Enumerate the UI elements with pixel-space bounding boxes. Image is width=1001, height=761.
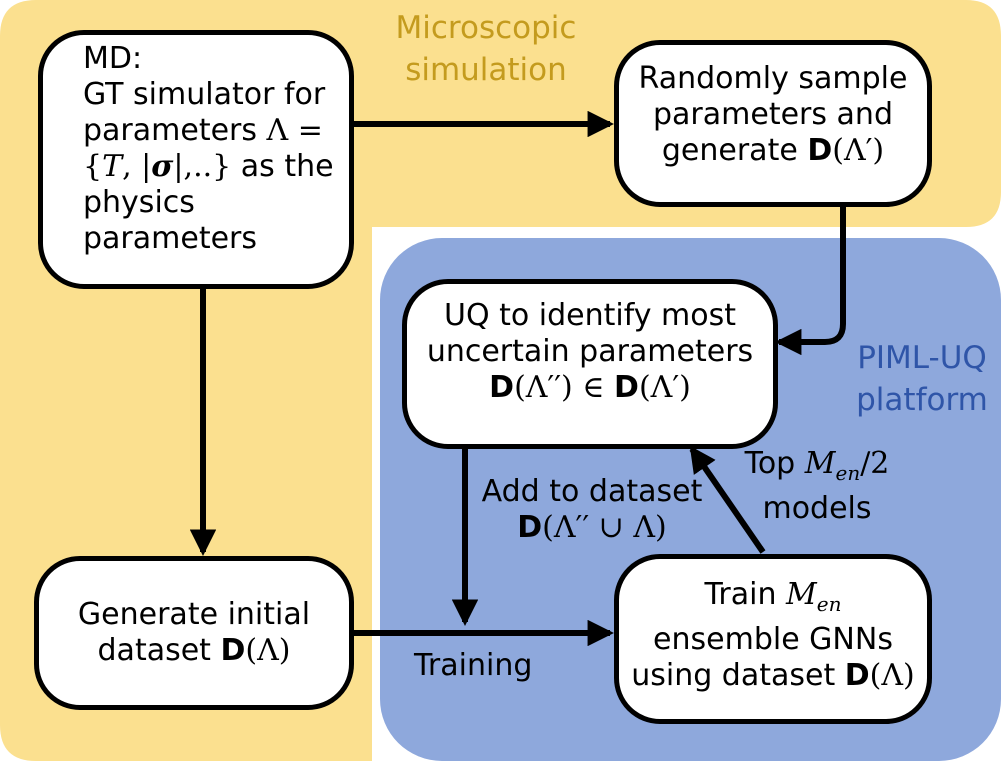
uq-identify-box: UQ to identify most uncertain parameters… bbox=[402, 279, 778, 449]
microscopic-simulation-label: Microscopic simulation bbox=[395, 10, 577, 88]
arrow-sample-to-uq bbox=[775, 205, 846, 356]
add-to-dataset-label: Add to dataset D(Λ′′ ∪ Λ) bbox=[481, 474, 703, 545]
arrow-train-to-uq bbox=[689, 445, 766, 554]
top-models-label: Top Men/2 models bbox=[744, 446, 890, 526]
md-simulator-box: MD: GT simulator for parameters Λ = {T, … bbox=[38, 30, 354, 289]
generate-initial-dataset-box: Generate initial dataset D(Λ) bbox=[34, 556, 354, 710]
training-label: Training bbox=[414, 648, 533, 683]
train-ensemble-box: Train Men ensemble GNNs using dataset D(… bbox=[614, 554, 932, 724]
piml-uq-platform-label: PIML-UQ platform bbox=[856, 340, 988, 418]
random-sample-box: Randomly sample parameters and generate … bbox=[614, 40, 932, 207]
